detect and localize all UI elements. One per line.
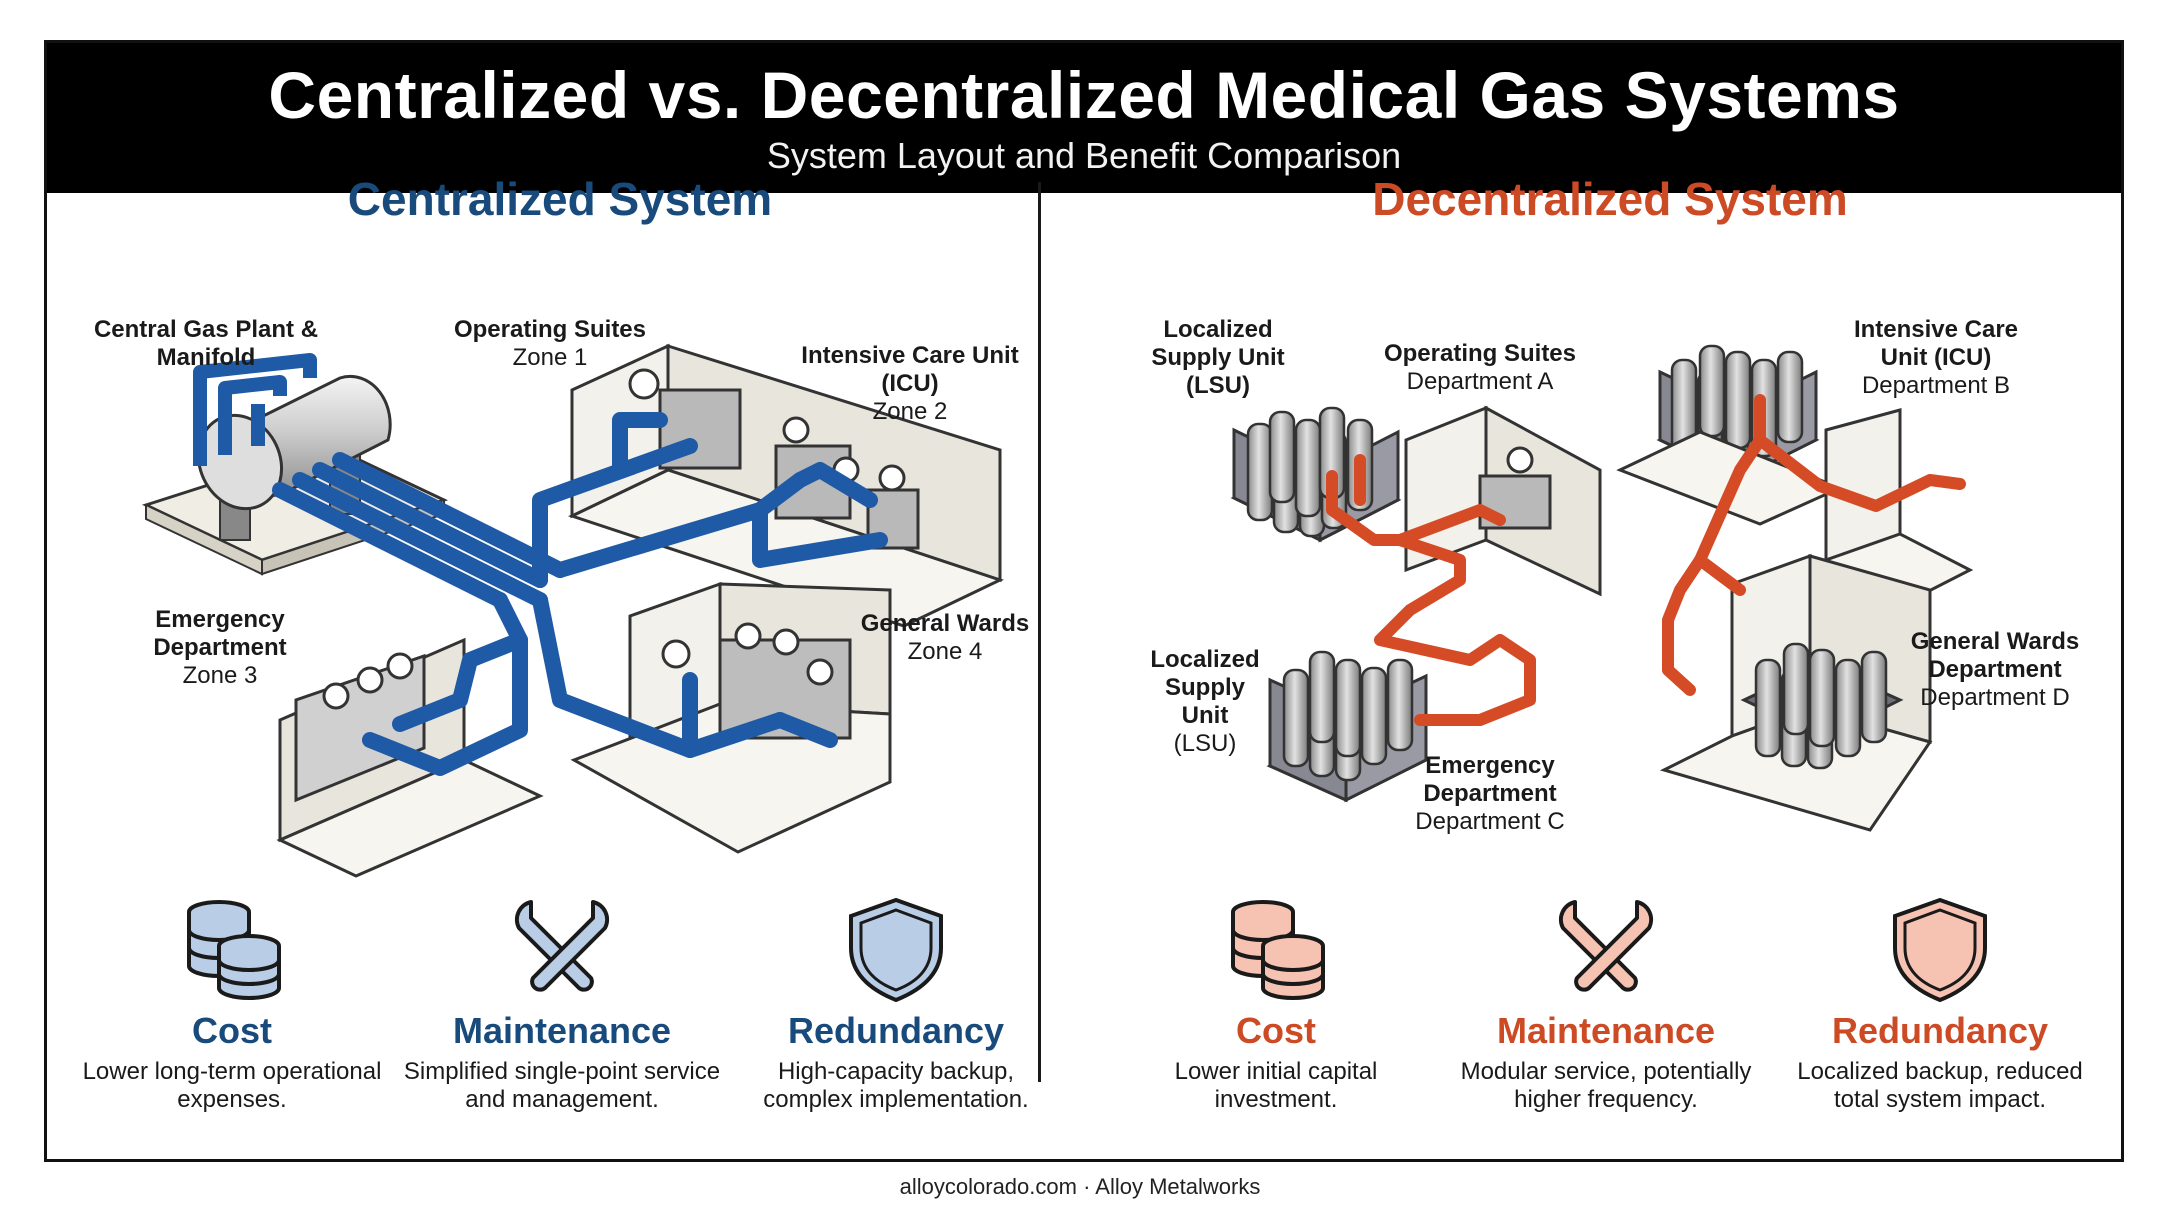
label-bold: Intensive Care Unit (ICU) [801,342,1019,397]
label-bold: Operating Suites [453,316,647,343]
coins-icon [1231,900,1325,1000]
label-normal: Zone 4 [907,638,983,665]
label-bold: Localized Supply Unit [1150,646,1260,729]
central-benefit-redundancy: Redundancy High-capacity backup, complex… [736,894,1056,1114]
decentral-pipe-network [1326,394,1966,726]
label-normal: Department A [1406,368,1554,395]
central-benefit-cost: Cost Lower long-term operational expense… [72,894,392,1114]
label-normal: (LSU) [1173,730,1237,757]
shield-icon [849,897,943,1003]
benefit-title: Maintenance [1496,1010,1716,1051]
benefit-title: Cost [1236,1010,1316,1051]
label-operating-suites-zone1: Operating Suites Zone 1 [430,316,670,372]
benefit-description: Lower long-term operational expenses. [82,1058,382,1113]
label-lsu-2: Localized Supply Unit (LSU) [1140,646,1270,758]
benefit-title: Redundancy [787,1010,1005,1051]
footer-credit: alloycolorado.com · Alloy Metalworks [899,1174,1261,1199]
decentral-benefit-cost: Cost Lower initial capital investment. [1116,894,1436,1114]
label-normal: Zone 3 [182,662,258,689]
page-subtitle: System Layout and Benefit Comparison [766,135,1402,176]
decentralized-section-title: Decentralized System [1372,173,1848,225]
benefit-title: Maintenance [452,1010,672,1051]
label-normal: Department D [1920,684,2070,711]
central-benefit-maintenance: Maintenance Simplified single-point serv… [402,894,722,1114]
label-emergency-dept-c: Emergency Department Department C [1380,752,1600,836]
label-normal: Zone 2 [872,398,948,425]
label-lsu-1: Localized Supply Unit (LSU) [1138,316,1298,400]
decentral-benefit-maintenance: Maintenance Modular service, potentially… [1446,894,1766,1114]
label-normal: Department C [1415,808,1565,835]
wrench-icon [1558,900,1654,992]
label-bold: Operating Suites [1383,340,1577,367]
central-pipe-network [272,412,888,776]
decentral-operating-room [1404,405,1602,597]
label-central-gas-plant: Central Gas Plant & Manifold [86,316,326,372]
section-divider [1038,182,1041,1082]
shield-icon [1893,897,1987,1003]
benefit-description: Modular service, potentially higher freq… [1460,1058,1752,1113]
decentral-wards-room [1659,553,1933,832]
emergency-department-room [276,637,544,878]
coins-icon [187,900,281,1000]
centralized-section-title: Centralized System [347,173,773,225]
label-wards-dept-d: General Wards Department Department D [1890,628,2100,712]
benefit-description: Simplified single-point service and mana… [403,1058,721,1113]
label-emergency-zone3: Emergency Department Zone 3 [130,606,310,690]
lsu-1-unit [1230,406,1402,543]
benefit-description: Localized backup, reduced total system i… [1797,1058,2083,1113]
label-bold: Central Gas Plant & Manifold [93,316,319,371]
label-icu-dept-b: Intensive Care Unit (ICU) Department B [1836,316,2036,400]
lsu-2-unit [1266,650,1430,803]
benefit-title: Cost [192,1010,272,1051]
label-operating-dept-a: Operating Suites Department A [1360,340,1600,396]
decentral-benefit-redundancy: Redundancy Localized backup, reduced tot… [1780,894,2100,1114]
benefit-description: High-capacity backup, complex implementa… [763,1058,1029,1113]
label-normal: Department B [1861,372,2011,399]
label-bold: Emergency Department [153,606,287,661]
label-normal: Zone 1 [512,344,588,371]
wrench-icon [514,900,610,992]
label-bold: General Wards Department [1910,628,2080,683]
benefit-title: Redundancy [1831,1010,2049,1051]
benefit-description: Lower initial capital investment. [1174,1058,1378,1113]
header-bar: Centralized vs. Decentralized Medical Ga… [47,43,2121,193]
label-wards-zone4: General Wards Zone 4 [840,610,1050,666]
label-bold: Intensive Care Unit (ICU) [1853,316,2019,371]
label-bold: Emergency Department [1423,752,1557,807]
label-icu-zone2: Intensive Care Unit (ICU) Zone 2 [780,342,1040,426]
label-bold: General Wards [860,610,1030,637]
label-bold: Localized Supply Unit (LSU) [1151,316,1285,399]
page-title: Centralized vs. Decentralized Medical Ga… [268,58,1900,132]
